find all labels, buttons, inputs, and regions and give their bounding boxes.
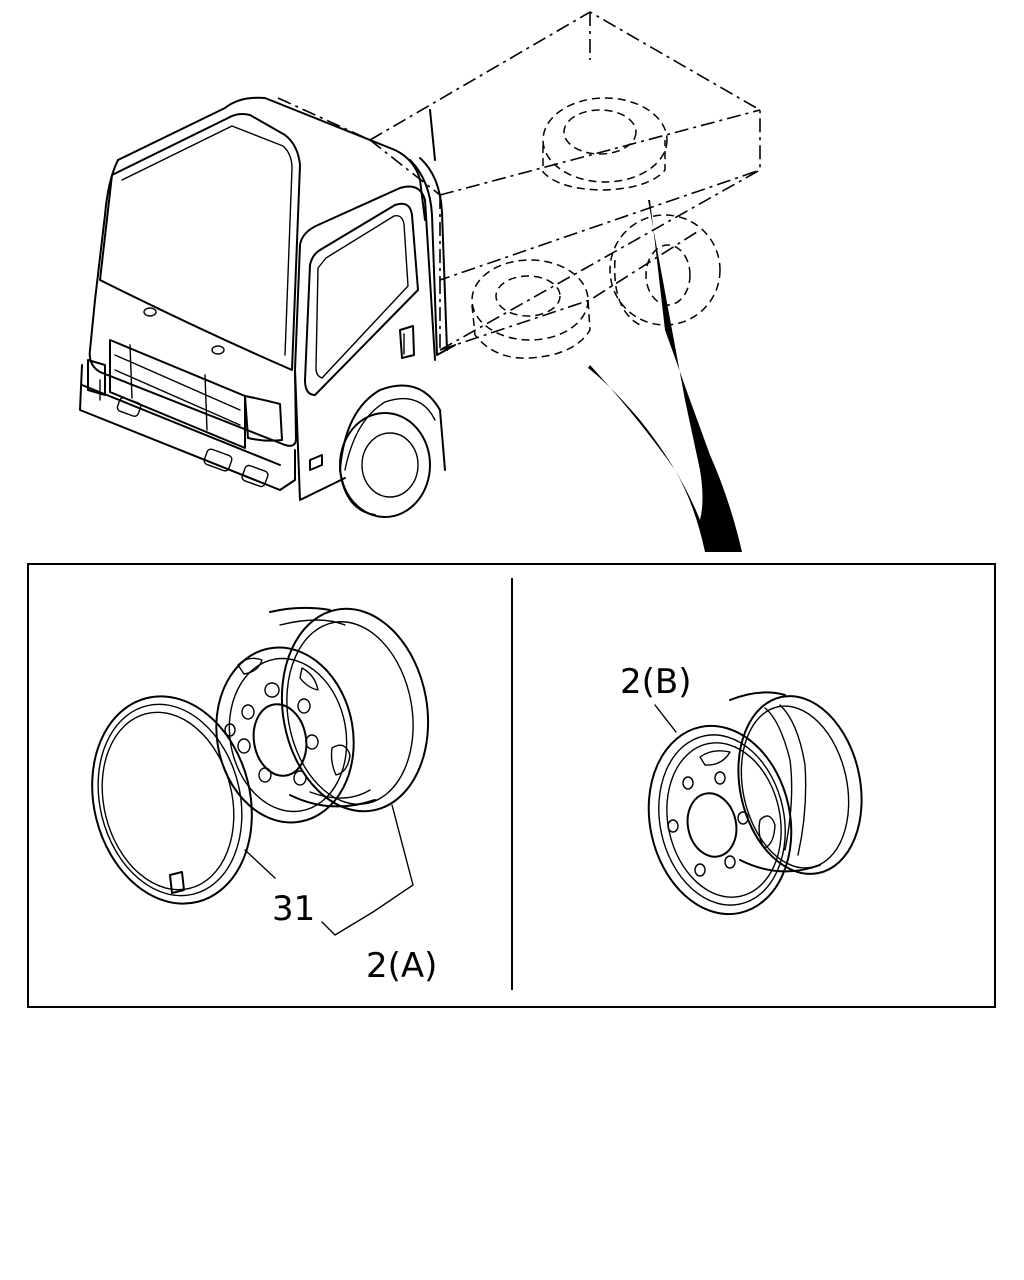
callout-31: 31 <box>272 889 315 929</box>
leader-lines-a <box>244 804 414 936</box>
wheel-b <box>647 691 863 916</box>
lock-ring <box>91 695 253 905</box>
detail-frame <box>27 563 996 1008</box>
callout-2a: 2(A) <box>366 946 437 986</box>
cargo-bed <box>277 11 761 351</box>
truck-cab <box>79 96 456 518</box>
callout-2b: 2(B) <box>620 662 692 702</box>
wheel-a <box>215 606 430 824</box>
pointer-arrows <box>588 200 742 552</box>
leader-line-b <box>654 704 677 733</box>
truck-illustration <box>79 11 761 552</box>
rear-wheels <box>471 214 721 359</box>
spare-tire <box>542 97 668 191</box>
